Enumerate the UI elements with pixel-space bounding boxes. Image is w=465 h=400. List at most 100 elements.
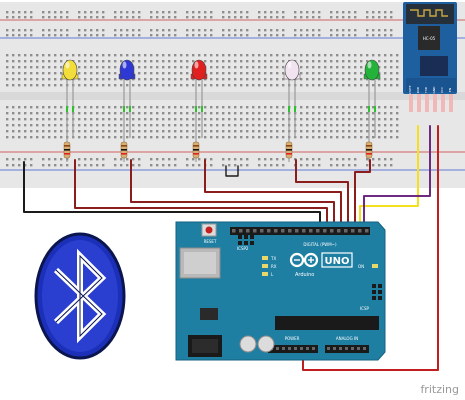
breadboard-hole bbox=[174, 11, 177, 14]
breadboard-hole bbox=[222, 112, 225, 115]
analog-pin bbox=[327, 347, 330, 350]
breadboard-hole bbox=[42, 136, 45, 139]
breadboard-hole bbox=[240, 124, 243, 127]
breadboard-hole bbox=[132, 106, 135, 109]
breadboard-hole bbox=[348, 124, 351, 127]
breadboard-hole bbox=[276, 66, 279, 69]
breadboard-hole bbox=[60, 29, 63, 32]
breadboard-hole bbox=[150, 112, 153, 115]
breadboard-hole bbox=[30, 34, 33, 37]
breadboard-hole bbox=[198, 84, 201, 87]
fritzing-credit: fritzing bbox=[420, 383, 459, 396]
breadboard-hole bbox=[312, 136, 315, 139]
breadboard-hole bbox=[174, 54, 177, 57]
breadboard-hole bbox=[264, 60, 267, 63]
breadboard-hole bbox=[300, 136, 303, 139]
breadboard-hole bbox=[252, 130, 255, 133]
breadboard-hole bbox=[114, 118, 117, 121]
breadboard-hole bbox=[384, 112, 387, 115]
breadboard-hole bbox=[270, 60, 273, 63]
breadboard-hole bbox=[282, 84, 285, 87]
breadboard-hole bbox=[336, 124, 339, 127]
breadboard-hole bbox=[186, 112, 189, 115]
breadboard-hole bbox=[210, 34, 213, 37]
breadboard-hole bbox=[246, 106, 249, 109]
breadboard-hole bbox=[378, 136, 381, 139]
breadboard-hole bbox=[210, 158, 213, 161]
breadboard-hole bbox=[174, 78, 177, 81]
breadboard-hole bbox=[84, 106, 87, 109]
breadboard-hole bbox=[120, 84, 123, 87]
breadboard-hole bbox=[24, 54, 27, 57]
breadboard-hole bbox=[132, 164, 135, 167]
breadboard-hole bbox=[30, 164, 33, 167]
digital-pin bbox=[330, 229, 334, 233]
breadboard-hole bbox=[90, 78, 93, 81]
breadboard-hole bbox=[330, 11, 333, 14]
breadboard-hole bbox=[78, 130, 81, 133]
breadboard-hole bbox=[54, 118, 57, 121]
breadboard-hole bbox=[396, 136, 399, 139]
breadboard-hole bbox=[120, 158, 123, 161]
breadboard-hole bbox=[174, 118, 177, 121]
breadboard-hole bbox=[114, 136, 117, 139]
led-blue bbox=[118, 59, 136, 162]
breadboard-hole bbox=[210, 72, 213, 75]
breadboard-hole bbox=[348, 164, 351, 167]
icsp2-pin bbox=[238, 241, 242, 245]
breadboard-hole bbox=[378, 158, 381, 161]
breadboard-hole bbox=[24, 106, 27, 109]
resistor-band bbox=[193, 145, 199, 147]
breadboard-hole bbox=[144, 118, 147, 121]
breadboard-hole bbox=[276, 34, 279, 37]
breadboard-hole bbox=[18, 130, 21, 133]
icsp-pin bbox=[378, 290, 382, 294]
rx-label: RX bbox=[271, 264, 277, 269]
breadboard-hole bbox=[204, 84, 207, 87]
breadboard-hole bbox=[18, 106, 21, 109]
breadboard-hole bbox=[216, 106, 219, 109]
breadboard-hole bbox=[60, 106, 63, 109]
breadboard-hole bbox=[348, 11, 351, 14]
breadboard-hole bbox=[12, 84, 15, 87]
breadboard-hole bbox=[6, 112, 9, 115]
breadboard-hole bbox=[240, 164, 243, 167]
breadboard-hole bbox=[96, 84, 99, 87]
led-highlight bbox=[122, 61, 127, 69]
breadboard-hole bbox=[264, 84, 267, 87]
breadboard-hole bbox=[162, 16, 165, 19]
breadboard-hole bbox=[294, 11, 297, 14]
breadboard-hole bbox=[126, 164, 129, 167]
breadboard-hole bbox=[18, 158, 21, 161]
breadboard-hole bbox=[18, 164, 21, 167]
breadboard-hole bbox=[48, 124, 51, 127]
breadboard-hole bbox=[168, 106, 171, 109]
led-on bbox=[372, 264, 378, 268]
breadboard-hole bbox=[48, 11, 51, 14]
breadboard-hole bbox=[162, 106, 165, 109]
breadboard-hole bbox=[114, 112, 117, 115]
breadboard-hole bbox=[222, 29, 225, 32]
icsp-pin bbox=[378, 296, 382, 300]
breadboard-hole bbox=[138, 78, 141, 81]
breadboard-hole bbox=[372, 11, 375, 14]
breadboard-hole bbox=[30, 130, 33, 133]
breadboard-hole bbox=[126, 130, 129, 133]
breadboard-hole bbox=[228, 78, 231, 81]
breadboard-hole bbox=[228, 158, 231, 161]
breadboard-hole bbox=[180, 124, 183, 127]
breadboard-hole bbox=[102, 78, 105, 81]
breadboard-hole bbox=[186, 16, 189, 19]
breadboard-hole bbox=[12, 72, 15, 75]
breadboard-hole bbox=[30, 29, 33, 32]
breadboard-hole bbox=[330, 130, 333, 133]
breadboard-hole bbox=[276, 84, 279, 87]
breadboard-hole bbox=[240, 136, 243, 139]
breadboard-hole bbox=[378, 124, 381, 127]
breadboard-hole bbox=[360, 112, 363, 115]
led-jumper-tick bbox=[201, 106, 203, 112]
breadboard-hole bbox=[12, 60, 15, 63]
breadboard-hole bbox=[120, 118, 123, 121]
breadboard-hole bbox=[24, 84, 27, 87]
